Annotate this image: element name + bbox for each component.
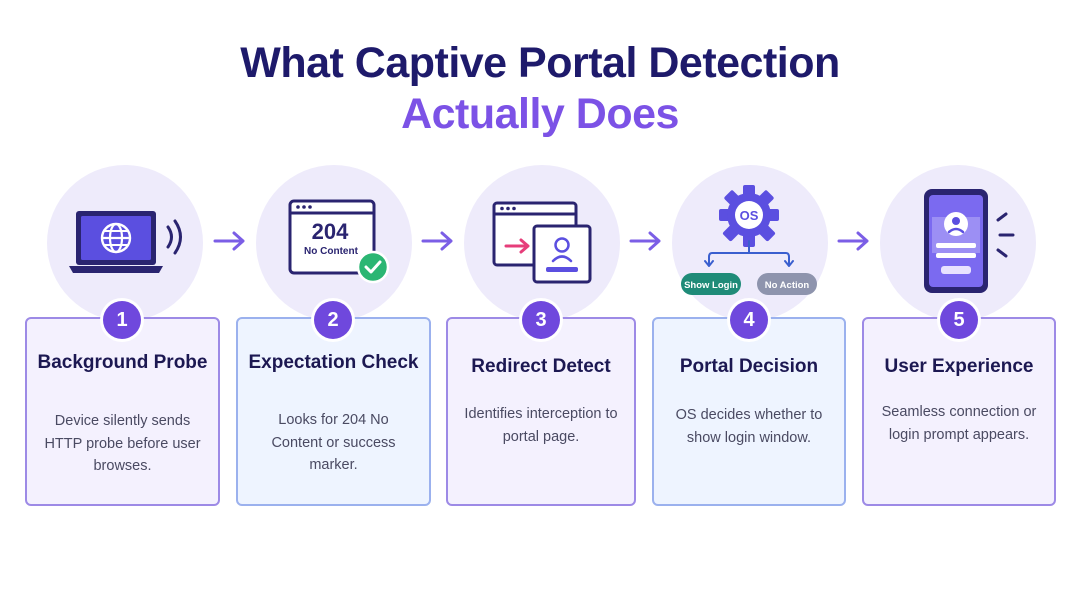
step-4-number-badge: 4 <box>730 301 768 339</box>
step-card-5: User Experience Seamless connection or l… <box>862 317 1056 506</box>
check-icon <box>364 260 382 274</box>
flow-arrow-icon <box>837 231 869 251</box>
step-card-1: Background Probe Device silently sends H… <box>25 317 220 506</box>
step-5-description: Seamless connection or login prompt appe… <box>881 404 1037 443</box>
no-action-label: No Action <box>765 280 810 291</box>
page-title: What Captive Portal Detection Actually D… <box>0 38 1080 139</box>
laptop-globe-icon <box>69 211 182 273</box>
flow-arrow-icon <box>629 231 661 251</box>
os-label: OS <box>740 208 759 223</box>
title-line-2: Actually Does <box>401 89 679 138</box>
step-card-4: Portal Decision OS decides whether to sh… <box>652 317 846 506</box>
flow-arrow-icon <box>421 231 453 251</box>
no-action-pill <box>757 273 817 295</box>
step-2-number-badge: 2 <box>314 301 352 339</box>
step-1-number-badge: 1 <box>103 301 141 339</box>
step-4-icon-circle: OS Show Login No Action <box>672 165 828 321</box>
step-2-description: Looks for 204 No Content or success mark… <box>271 412 396 473</box>
browser-window-check-icon: 204 No Content <box>288 199 390 284</box>
step-5-number-badge: 5 <box>940 301 978 339</box>
step-4-description: OS decides whether to show login window. <box>675 407 823 446</box>
flow-arrow-icon <box>213 231 245 251</box>
signal-lines-icon <box>996 212 1015 258</box>
icon-no-content-caption: No Content <box>304 246 359 257</box>
step-3-title: Redirect Detect <box>471 356 611 377</box>
step-3-number-badge: 3 <box>522 301 560 339</box>
step-5-icon-circle <box>880 165 1036 321</box>
icon-code-204: 204 <box>312 219 349 244</box>
step-2-title: Expectation Check <box>248 352 419 373</box>
step-card-2: Expectation Check Looks for 204 No Conte… <box>236 317 431 506</box>
step-3-icon-circle <box>464 165 620 321</box>
step-1-icon-circle <box>47 165 203 321</box>
show-login-label: Show Login <box>684 280 738 291</box>
step-5-title: User Experience <box>884 356 1034 377</box>
os-gear-icon: OS Show Login No Action <box>681 185 817 295</box>
redirect-arrow-icon <box>504 238 530 254</box>
step-1-description: Device silently sends HTTP probe before … <box>44 413 201 474</box>
show-login-pill <box>681 273 741 295</box>
title-line-1: What Captive Portal Detection <box>240 39 840 87</box>
step-card-3: Redirect Detect Identifies interception … <box>446 317 636 506</box>
step-1-title: Background Probe <box>37 352 208 373</box>
step-2-icon-circle: 204 No Content <box>256 165 412 321</box>
browser-redirect-icon <box>492 201 592 284</box>
step-4-title: Portal Decision <box>679 356 819 377</box>
step-3-description: Identifies interception to portal page. <box>464 406 618 445</box>
phone-login-icon <box>924 189 1015 293</box>
